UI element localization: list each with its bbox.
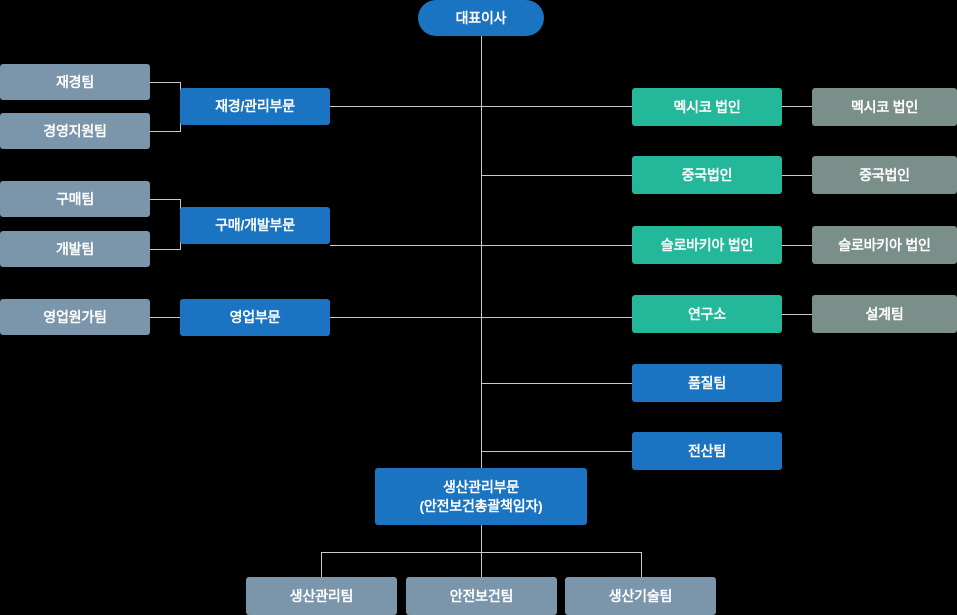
connector-production-branch-mid [481, 552, 482, 577]
connector-design-sub [782, 314, 812, 315]
node-left-team-purchasing[interactable]: 구매팀 [0, 181, 150, 217]
connector-production-stem [481, 525, 482, 553]
node-subunit-mexico-corp[interactable]: 멕시코 법인 [812, 88, 957, 126]
connector-production-branch-left [321, 552, 322, 577]
node-unit-research-institute[interactable]: 연구소 [632, 295, 782, 333]
node-left-team-finance[interactable]: 재경팀 [0, 64, 150, 100]
connector-row-quality [481, 383, 632, 384]
connector-finance-bracket-bottom [150, 131, 181, 132]
connector-row-china [481, 175, 632, 176]
connector-row-it [481, 451, 632, 452]
connector-row-purchase [330, 245, 632, 246]
node-unit-slovakia-corp[interactable]: 슬로바키아 법인 [632, 226, 782, 264]
node-production-team-engineering[interactable]: 생산기술팀 [565, 577, 716, 615]
node-left-team-development[interactable]: 개발팀 [0, 231, 150, 267]
node-unit-mexico-corp[interactable]: 멕시코 법인 [632, 88, 782, 126]
connector-slovakia-sub [782, 245, 812, 246]
connector-row-sales [330, 317, 632, 318]
connector-china-sub [782, 175, 812, 176]
node-unit-it-team[interactable]: 전산팀 [632, 432, 782, 470]
connector-purchase-bracket-top [150, 199, 181, 200]
node-left-team-sales-cost[interactable]: 영업원가팀 [0, 299, 150, 335]
node-subunit-design-team[interactable]: 설계팀 [812, 295, 957, 333]
node-division-purchase-development[interactable]: 구매/개발부문 [180, 207, 330, 244]
connector-production-branch-right [641, 552, 642, 577]
connector-sales-team [150, 317, 181, 318]
connector-row-finance [330, 106, 632, 107]
node-subunit-china-corp[interactable]: 중국법인 [812, 156, 957, 194]
connector-finance-bracket-top [150, 82, 181, 83]
connector-purchase-bracket-bottom [150, 249, 181, 250]
node-ceo[interactable]: 대표이사 [418, 0, 544, 36]
node-left-team-management-support[interactable]: 경영지원팀 [0, 113, 150, 149]
node-production-team-safety-health[interactable]: 안전보건팀 [406, 577, 557, 615]
node-unit-quality-team[interactable]: 품질팀 [632, 364, 782, 402]
node-production-team-management[interactable]: 생산관리팀 [246, 577, 397, 615]
node-division-sales[interactable]: 영업부문 [180, 299, 330, 336]
connector-root-spine [481, 34, 482, 472]
node-division-production-management[interactable]: 생산관리부문 (안전보건총괄책임자) [375, 468, 587, 525]
node-subunit-slovakia-corp[interactable]: 슬로바키아 법인 [812, 226, 957, 264]
connector-mexico-sub [782, 106, 812, 107]
node-unit-china-corp[interactable]: 중국법인 [632, 156, 782, 194]
node-division-finance-admin[interactable]: 재경/관리부문 [180, 88, 330, 125]
